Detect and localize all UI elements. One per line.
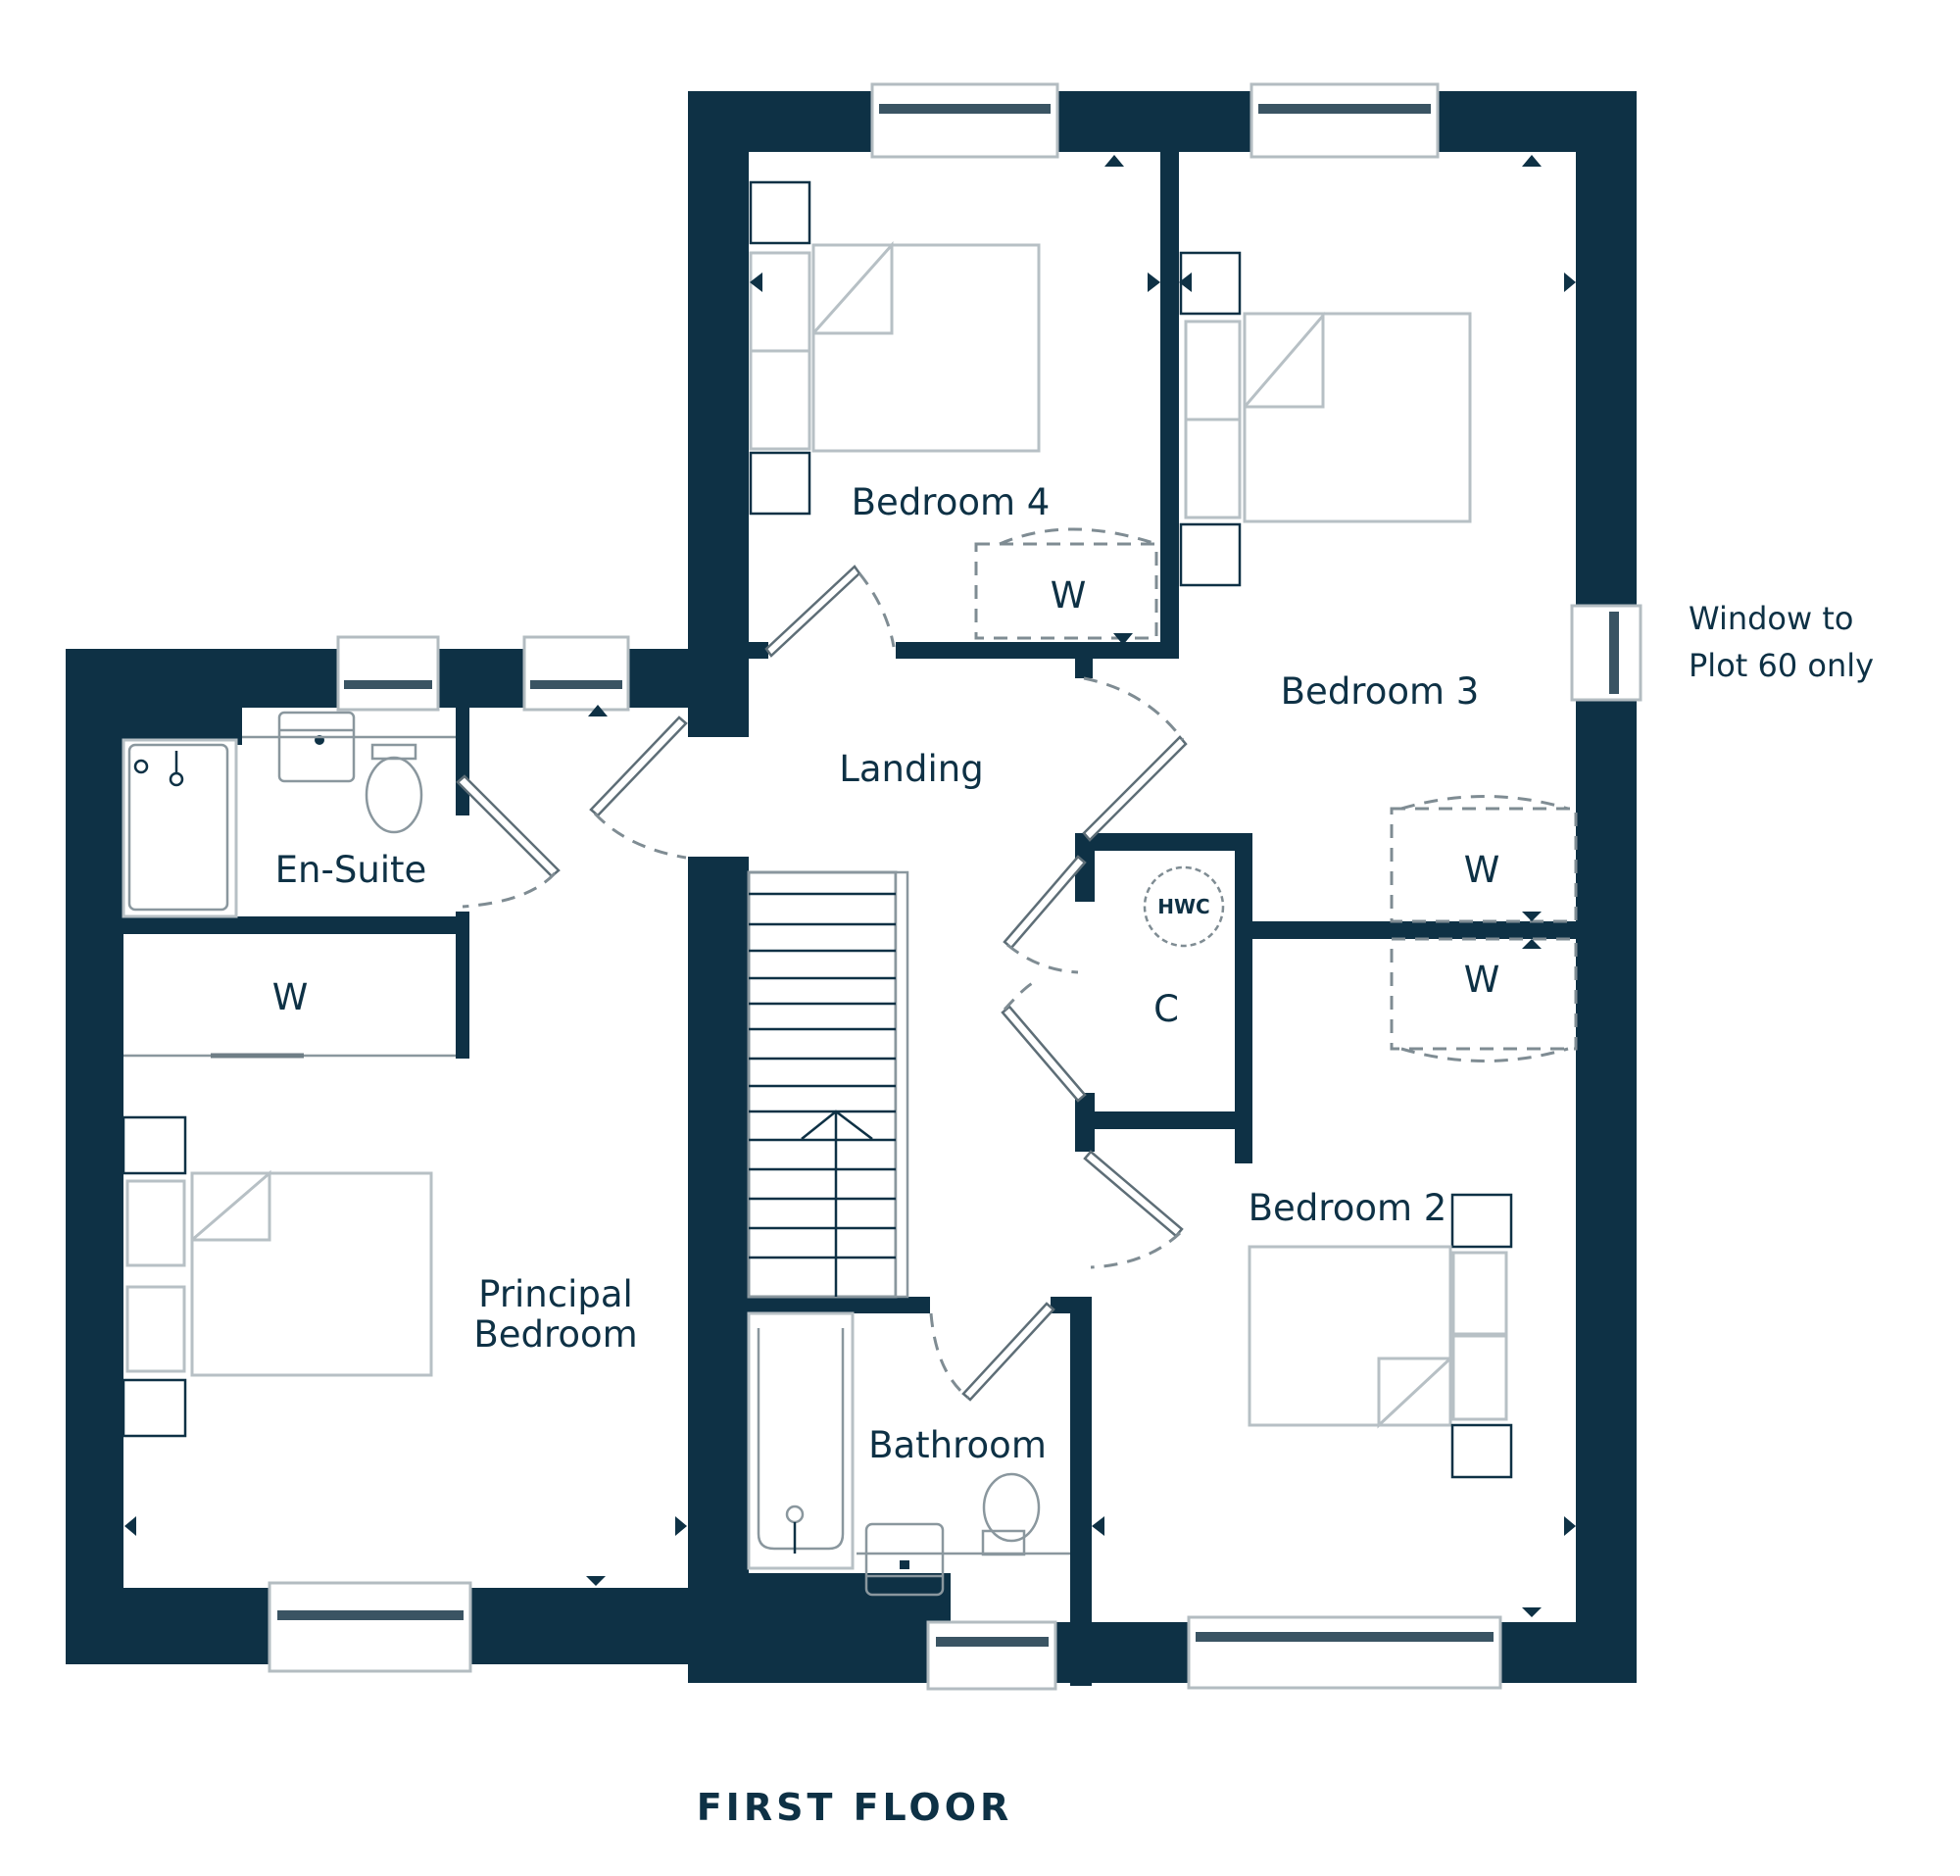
door-bedroom-2 xyxy=(1083,1150,1184,1269)
window-note-line2: Plot 60 only xyxy=(1689,647,1874,684)
label-wardrobe-bedroom-2: W xyxy=(1464,959,1500,1001)
label-bedroom-3: Bedroom 3 xyxy=(1281,670,1480,713)
label-bathroom: Bathroom xyxy=(868,1424,1047,1466)
socket-icon xyxy=(1522,939,1542,949)
socket-icon xyxy=(1564,1516,1576,1536)
label-en-suite: En-Suite xyxy=(275,849,427,891)
window-bathroom xyxy=(926,1620,1057,1691)
wardrobe-bedroom-4 xyxy=(974,527,1158,640)
socket-icon xyxy=(124,1516,136,1536)
en-suite-toilet xyxy=(365,743,423,834)
hwc-label: HWC xyxy=(1157,895,1209,918)
bathtub xyxy=(747,1311,855,1570)
socket-icon xyxy=(1179,272,1192,292)
windows xyxy=(268,82,1642,1691)
label-wardrobe-bedroom-4: W xyxy=(1051,574,1087,617)
window-landing xyxy=(522,635,630,712)
window-bedroom-2 xyxy=(1187,1615,1502,1690)
bed-bedroom-2 xyxy=(1248,1193,1513,1479)
hot-water-cylinder: HWC xyxy=(1143,865,1225,948)
door-bathroom xyxy=(929,1302,1055,1402)
socket-icon xyxy=(750,272,762,292)
socket-icon xyxy=(1522,1607,1542,1617)
walls xyxy=(66,91,1637,1686)
socket-icon xyxy=(1092,1516,1104,1536)
window-note-line1: Window to xyxy=(1689,600,1853,637)
shower-tray xyxy=(122,738,238,918)
socket-icon xyxy=(1522,912,1542,921)
bathroom-toilet xyxy=(981,1472,1041,1556)
label-landing: Landing xyxy=(839,748,983,790)
floor-title: FIRST FLOOR xyxy=(697,1786,1013,1829)
label-bedroom-2: Bedroom 2 xyxy=(1249,1187,1447,1229)
en-suite-basin xyxy=(242,711,456,783)
label-wardrobe-bedroom-3: W xyxy=(1464,849,1500,891)
label-principal-line2: Bedroom xyxy=(473,1313,637,1356)
wall-markers xyxy=(124,155,1576,1617)
label-principal-line1: Principal xyxy=(478,1273,633,1315)
window-bedroom-4 xyxy=(870,82,1059,159)
bed-principal xyxy=(122,1115,433,1438)
label-cupboard: C xyxy=(1153,988,1179,1030)
door-bedroom-4 xyxy=(764,565,896,658)
bathroom-basin xyxy=(857,1522,1070,1597)
door-en-suite xyxy=(456,774,561,909)
socket-icon xyxy=(588,705,608,716)
label-wardrobe-principal: W xyxy=(272,976,309,1018)
wardrobe-bedroom-2 xyxy=(1390,937,1578,1062)
socket-icon xyxy=(1522,155,1542,167)
label-bedroom-4: Bedroom 4 xyxy=(852,481,1051,523)
socket-icon xyxy=(1113,633,1133,645)
wardrobe-principal xyxy=(123,934,456,1059)
window-en-suite xyxy=(336,635,440,712)
window-principal-bedroom xyxy=(268,1581,472,1673)
bed-bedroom-3 xyxy=(1179,251,1472,587)
wardrobe-bedroom-3 xyxy=(1390,795,1578,923)
socket-icon xyxy=(1104,155,1124,167)
socket-icon xyxy=(586,1576,606,1586)
staircase xyxy=(747,870,909,1299)
door-principal-bedroom xyxy=(589,716,688,860)
doors xyxy=(456,565,1188,1402)
window-bedroom-3 xyxy=(1250,82,1440,159)
socket-icon xyxy=(1564,272,1576,292)
socket-icon xyxy=(1148,272,1160,292)
door-bedroom-3 xyxy=(1082,676,1188,842)
window-plot-60 xyxy=(1570,604,1642,702)
door-cupboard xyxy=(1001,855,1087,1103)
bed-bedroom-4 xyxy=(749,180,1041,516)
socket-icon xyxy=(675,1516,687,1536)
